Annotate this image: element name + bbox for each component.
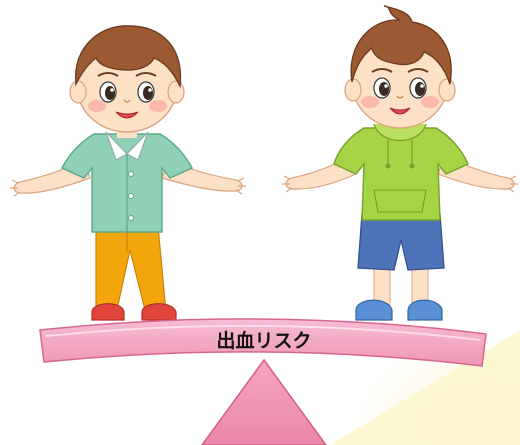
- right-child-left-shoe: [355, 299, 393, 321]
- left-child: [10, 25, 246, 321]
- seesaw-beam: 出血リスク: [39, 318, 487, 367]
- beam-label: 出血リスク: [216, 329, 311, 352]
- right-child-shorts: [357, 213, 445, 271]
- right-child-hair: [350, 5, 452, 85]
- left-child-pants: [95, 225, 167, 315]
- right-child-right-shoe: [407, 299, 443, 321]
- right-child: [282, 5, 518, 321]
- fulcrum-triangle: [201, 358, 327, 445]
- left-child-hair: [75, 25, 182, 89]
- right-child-hoodie: [333, 127, 469, 221]
- left-child-right-shoe: [141, 303, 177, 321]
- left-child-left-shoe: [91, 303, 125, 321]
